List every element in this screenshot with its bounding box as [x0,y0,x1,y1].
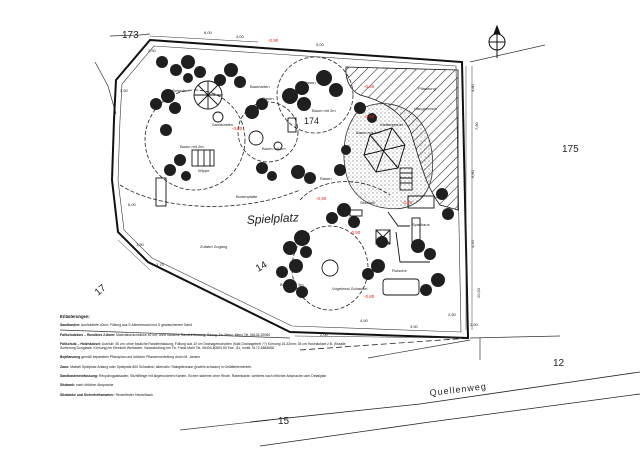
legend-entry: Bepflanzung gemäß separatem Pflanzplan u… [60,355,201,360]
dim-9: 3,50 [410,324,419,329]
label-hangbereich: Hangbereich [414,106,437,111]
label-baum-1: Baum mit 2m [312,108,336,113]
vogelnest-swing [321,259,339,277]
dim-12: 1,50 [136,242,145,247]
legend-entry: Fallschutzkies – Rundkies 2-8mm: Materia… [60,332,271,337]
fallschutz-area [343,103,434,210]
red-mark-5: -0,90 [268,38,279,43]
street-quellenweg [249,337,640,447]
label-schaukel: Schaukel [172,88,189,93]
label-baum-3: Baum mit 2m [262,146,286,151]
legend-entry: Fallschutz – Holzhäcksel: Aushub: 45 cm;… [60,341,347,351]
dim-17: 3,75 [156,262,165,267]
label-spielhaus: Spielhaus [412,222,430,227]
label-baum-gross: Baum mit 3m [280,282,304,287]
legend-entry: Sitzbank: nach örtlicher Absprache [60,383,114,388]
dim-4: 3,50 [120,88,129,93]
dim-5: 4,80 [470,83,475,92]
red-mark-8: -0,80 [364,294,375,299]
parcel-14: 14 [254,259,270,274]
red-elevation-marks: -0,90 -0,80 -0,60 -0,90 -0,90 -0,90 -0,9… [232,38,413,299]
legend-entry: Sandkasten: Aushubtiefe 40cm; Füllung au… [60,323,192,328]
parcel-174: 174 [304,116,319,126]
north-arrow-icon [488,24,506,58]
dim-14: 20,60 [476,287,481,298]
dim-7: 4,50 [470,239,475,248]
circle-baum-a [237,101,299,163]
legend-heading: Erläuterungen: [60,314,90,319]
label-vogelnest: Vogelnest-Schaukel [332,286,367,291]
dim-15: 7,80 [474,121,479,130]
dim-6: 6,80 [470,169,475,178]
red-mark-6: -0,90 [316,196,327,201]
dim-8: 2,50 [448,312,457,317]
label-rasen-3: Rasen [320,176,332,181]
label-bodenplatten: Bodenplatte [236,194,258,199]
dim-18: 5,00 [316,42,325,47]
dim-13: 2,50 [470,322,479,327]
plan-title: Spielplatz [246,210,299,227]
parcel-12: 12 [553,358,565,369]
climbing-tower [363,127,413,191]
label-kletterbaum: Klettergerüst [380,122,404,127]
parcel-17: 17 [93,282,109,298]
label-sitzbank: Sitzbank [360,200,375,205]
parcel-175: 175 [562,144,579,155]
dim-11: 6,00 [128,202,137,207]
dimension-labels: 6,00 2,50 4,00 3,50 4,80 6,80 4,50 2,50 … [120,30,481,337]
dim-1: 6,00 [204,30,213,35]
label-sandkasten: Sandkasten [212,122,233,127]
dim-10: 2,00 [320,332,329,337]
parcel-173: 173 [122,30,139,41]
red-mark-2: -0,80 [232,126,243,131]
red-mark-3: -0,60 [364,84,375,89]
red-mark-1: -0,90 [364,114,375,119]
legend-entry: Sitzbänke und Sicherheitsmarker: Recieri… [60,392,154,397]
parcel-context-lines [59,33,561,431]
label-baum-2: Baum mit 2m [180,144,204,149]
label-rasen-1: Rasen [304,80,316,85]
dim-16: 4,90 [360,318,369,323]
label-rutsche: Rutsche [392,268,407,273]
red-mark-4: -0,90 [350,230,361,235]
label-zufahrt: Zufahrt Zugang [200,244,227,249]
label-baum-4: Baum mit 2m [356,130,380,135]
circle-baum-b [276,56,354,134]
dim-2: 2,50 [148,48,157,53]
label-wippe: Wippe [198,168,210,173]
plot-boundary [110,38,470,340]
legend-entry: Zaun: Maibell Spielplatz Anfang oder Spi… [60,364,253,369]
label-rasen-2: Rasen [262,96,274,101]
legend-notes: Erläuterungen: Sandkasten: Aushubtiefe 4… [60,314,350,402]
trees [150,55,454,298]
red-mark-7: -0,90 [402,200,413,205]
legend-entry: Sandkasteneinfassung: Recyclingpalisaden… [60,374,327,379]
feature-labels: Sandkasten Baum mit 2m Baum mit 2m Baum … [172,80,437,291]
parcel-15: 15 [278,416,290,427]
dimension-lines [117,35,473,339]
dim-3: 4,00 [236,34,245,39]
play-structures [155,80,435,296]
label-pflanzung: Pflanzung [418,86,436,91]
label-baumarten: Baumarten [250,84,270,89]
